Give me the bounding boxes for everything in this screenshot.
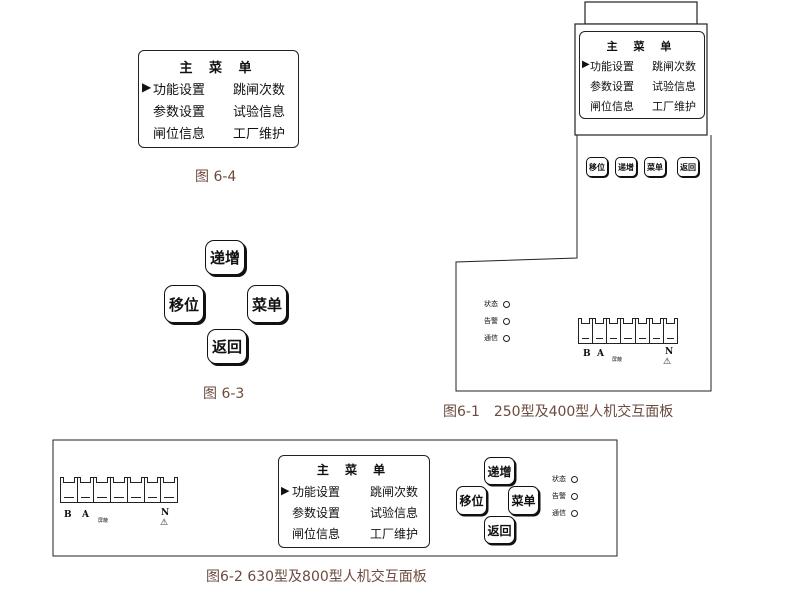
fig1-led-status: 状态 bbox=[484, 299, 510, 309]
key-shift[interactable]: 移位 bbox=[164, 285, 204, 323]
fig3-caption: 图 6-3 bbox=[203, 386, 245, 402]
fig2-menu-item-gate-info[interactable]: 闸位信息 bbox=[292, 527, 341, 541]
menu-title: 主 菜 单 bbox=[179, 61, 258, 76]
fig1-terminal-n-label: N bbox=[665, 347, 674, 357]
fig2-menu-display: 主 菜 单 ▶ 功能设置 跳闸次数 参数设置 试验信息 闸位信息 工厂维护 bbox=[278, 455, 430, 548]
fig1-menu-item-function-settings[interactable]: 功能设置 bbox=[590, 60, 634, 73]
fig2-led-status: 状态 bbox=[552, 474, 578, 484]
fig1-terminal-shield-label: 屏蔽 bbox=[612, 357, 623, 363]
fig2-caption: 图6-2 630型及800型人机交互面板 bbox=[206, 569, 427, 585]
fig1-caption: 图6-1 250型及400型人机交互面板 bbox=[443, 404, 674, 420]
led-label: 通信 bbox=[484, 334, 498, 342]
menu-item-parameter-settings[interactable]: 参数设置 bbox=[153, 105, 206, 120]
led-indicator-icon bbox=[571, 509, 578, 517]
led-indicator-icon bbox=[503, 317, 510, 325]
fig2-terminal-b-label: B bbox=[64, 510, 72, 520]
menu-item-trip-count[interactable]: 跳闸次数 bbox=[233, 83, 286, 98]
fig2-led-comm: 通信 bbox=[552, 508, 578, 518]
led-label: 状态 bbox=[484, 300, 498, 308]
led-indicator-icon bbox=[503, 300, 510, 308]
fig1-led-comm: 通信 bbox=[484, 333, 510, 343]
fig2-menu-item-test-info[interactable]: 试验信息 bbox=[370, 506, 419, 520]
fig2-menu-item-parameter-settings[interactable]: 参数设置 bbox=[292, 506, 341, 520]
fig2-key-menu[interactable]: 菜单 bbox=[508, 486, 539, 515]
fig1-key-increment[interactable]: 递增 bbox=[615, 157, 637, 177]
fig4-caption: 图 6-4 bbox=[195, 169, 237, 185]
fig1-key-shift[interactable]: 移位 bbox=[586, 157, 608, 177]
key-menu[interactable]: 菜单 bbox=[247, 285, 287, 323]
fig1-key-back[interactable]: 返回 bbox=[677, 157, 699, 177]
fig1-menu-item-factory-maintenance[interactable]: 工厂维护 bbox=[652, 100, 696, 113]
fig2-led-alarm: 告警 bbox=[552, 491, 578, 501]
fig2-terminal-a-label: A bbox=[82, 510, 89, 520]
led-label: 状态 bbox=[552, 475, 566, 483]
led-indicator-icon bbox=[571, 492, 578, 500]
menu-item-gate-info[interactable]: 闸位信息 bbox=[153, 127, 206, 142]
fig1-ground-warning-icon: ⚠ bbox=[663, 357, 672, 367]
fig1-menu-display: 主 菜 单 ▶ 功能设置 跳闸次数 参数设置 试验信息 闸位信息 工厂维护 bbox=[579, 31, 705, 119]
fig2-terminal-block bbox=[60, 477, 178, 503]
fig2-menu-item-trip-count[interactable]: 跳闸次数 bbox=[370, 485, 419, 499]
fig2-menu-item-function-settings[interactable]: 功能设置 bbox=[292, 485, 341, 499]
fig4-menu-display: 主 菜 单 ▶ 功能设置 跳闸次数 参数设置 试验信息 闸位信息 工厂维护 bbox=[138, 50, 299, 148]
fig1-led-alarm: 告警 bbox=[484, 316, 510, 326]
fig1-menu-cursor: ▶ bbox=[582, 59, 590, 70]
fig1-menu-item-test-info[interactable]: 试验信息 bbox=[652, 80, 696, 93]
fig1-menu-title: 主 菜 单 bbox=[606, 40, 678, 53]
key-increment[interactable]: 递增 bbox=[205, 240, 245, 275]
fig2-terminal-n-label: N bbox=[161, 508, 170, 518]
fig2-key-back[interactable]: 返回 bbox=[484, 516, 515, 544]
fig2-menu-title: 主 菜 单 bbox=[316, 463, 392, 477]
fig2-menu-item-factory-maintenance[interactable]: 工厂维护 bbox=[370, 527, 419, 541]
fig1-terminal-block bbox=[578, 318, 678, 344]
led-indicator-icon bbox=[503, 334, 510, 342]
menu-item-test-info[interactable]: 试验信息 bbox=[233, 105, 286, 120]
led-indicator-icon bbox=[571, 475, 578, 483]
fig2-terminal-shield-label: 屏蔽 bbox=[98, 518, 109, 524]
fig2-key-increment[interactable]: 递增 bbox=[484, 457, 515, 485]
fig2-ground-warning-icon: ⚠ bbox=[160, 518, 169, 528]
fig1-menu-item-trip-count[interactable]: 跳闸次数 bbox=[652, 60, 696, 73]
led-label: 告警 bbox=[484, 317, 498, 325]
fig2-menu-cursor: ▶ bbox=[281, 484, 290, 497]
fig1-terminal-b-label: B bbox=[583, 349, 591, 359]
fig1-menu-item-gate-info[interactable]: 闸位信息 bbox=[590, 100, 634, 113]
key-back[interactable]: 返回 bbox=[207, 329, 247, 364]
fig1-key-menu[interactable]: 菜单 bbox=[644, 157, 666, 177]
fig1-terminal-a-label: A bbox=[597, 349, 604, 359]
fig2-key-shift[interactable]: 移位 bbox=[456, 486, 487, 515]
menu-item-function-settings[interactable]: 功能设置 bbox=[153, 83, 206, 98]
menu-cursor: ▶ bbox=[142, 80, 152, 94]
led-label: 通信 bbox=[552, 509, 566, 517]
menu-item-factory-maintenance[interactable]: 工厂维护 bbox=[233, 127, 286, 142]
fig1-menu-item-parameter-settings[interactable]: 参数设置 bbox=[590, 80, 634, 93]
led-label: 告警 bbox=[552, 492, 566, 500]
